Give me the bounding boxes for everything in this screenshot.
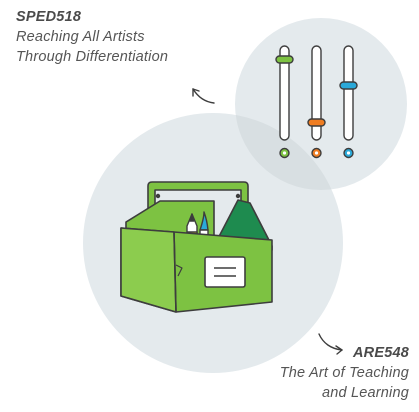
course-title-line-1: Reaching All Artists xyxy=(16,29,145,45)
course-title-line-2: Through Differentiation xyxy=(16,49,169,65)
toolbox-icon xyxy=(120,181,273,313)
arrow-upper-icon xyxy=(192,88,215,104)
circle-overlap xyxy=(235,113,343,190)
slider-handle-orange xyxy=(307,118,326,127)
slider-track-blue xyxy=(343,45,354,141)
toolbox-label xyxy=(204,256,246,288)
slider-handle-blue xyxy=(339,81,358,90)
course-title-line-1: The Art of Teaching xyxy=(279,365,409,381)
slider-track-green xyxy=(279,45,290,141)
sliders-icon xyxy=(275,45,358,159)
arrow-lower-icon xyxy=(318,333,343,351)
course-card-are548: ARE548 The Art of Teaching and Learning xyxy=(280,343,409,403)
course-card-sped518: SPED518 Reaching All Artists Through Dif… xyxy=(16,7,168,67)
course-code: SPED518 xyxy=(16,9,82,25)
course-title-line-2: and Learning xyxy=(321,385,409,401)
slider-handle-green xyxy=(275,55,294,64)
course-code: ARE548 xyxy=(352,345,409,361)
slider-track-orange xyxy=(311,45,322,141)
